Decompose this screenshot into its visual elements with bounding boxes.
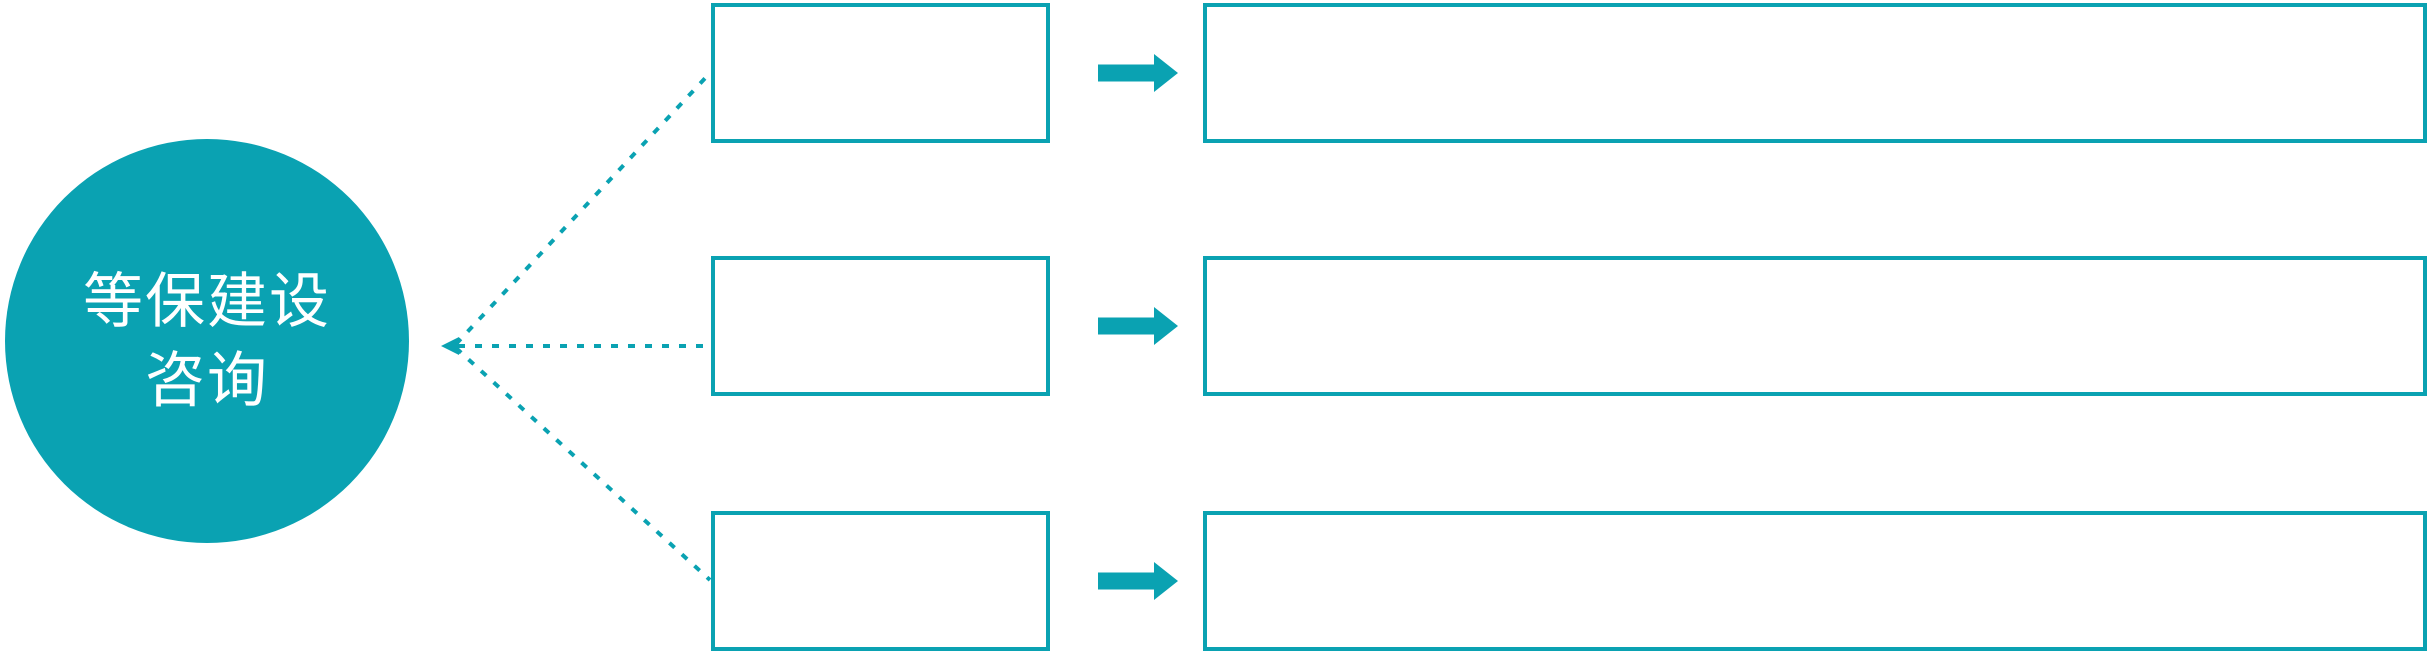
description-box-1 (1203, 3, 2427, 143)
description-box-2-label (1207, 260, 2423, 392)
right-arrow-icon (1098, 54, 1178, 92)
stage-box-2 (711, 256, 1050, 396)
dashed-connector-top (454, 71, 712, 346)
dashed-connector-bottom (454, 346, 712, 582)
stage-box-3-label (715, 515, 1046, 647)
right-arrow-icon (1098, 562, 1178, 600)
description-box-3-label (1207, 515, 2423, 647)
description-box-2 (1203, 256, 2427, 396)
right-arrow-icon (1098, 307, 1178, 345)
description-box-3 (1203, 511, 2427, 651)
stage-box-1 (711, 3, 1050, 143)
stage-box-3 (711, 511, 1050, 651)
topic-label-line1: 等保建设 (83, 268, 331, 335)
topic-label-line2: 咨询 (145, 347, 269, 414)
stage-box-2-label (715, 260, 1046, 392)
convergence-arrowhead-icon (441, 337, 459, 355)
description-box-1-label (1207, 7, 2423, 139)
stage-box-1-label (715, 7, 1046, 139)
topic-circle: 等保建设 咨询 (5, 139, 409, 543)
